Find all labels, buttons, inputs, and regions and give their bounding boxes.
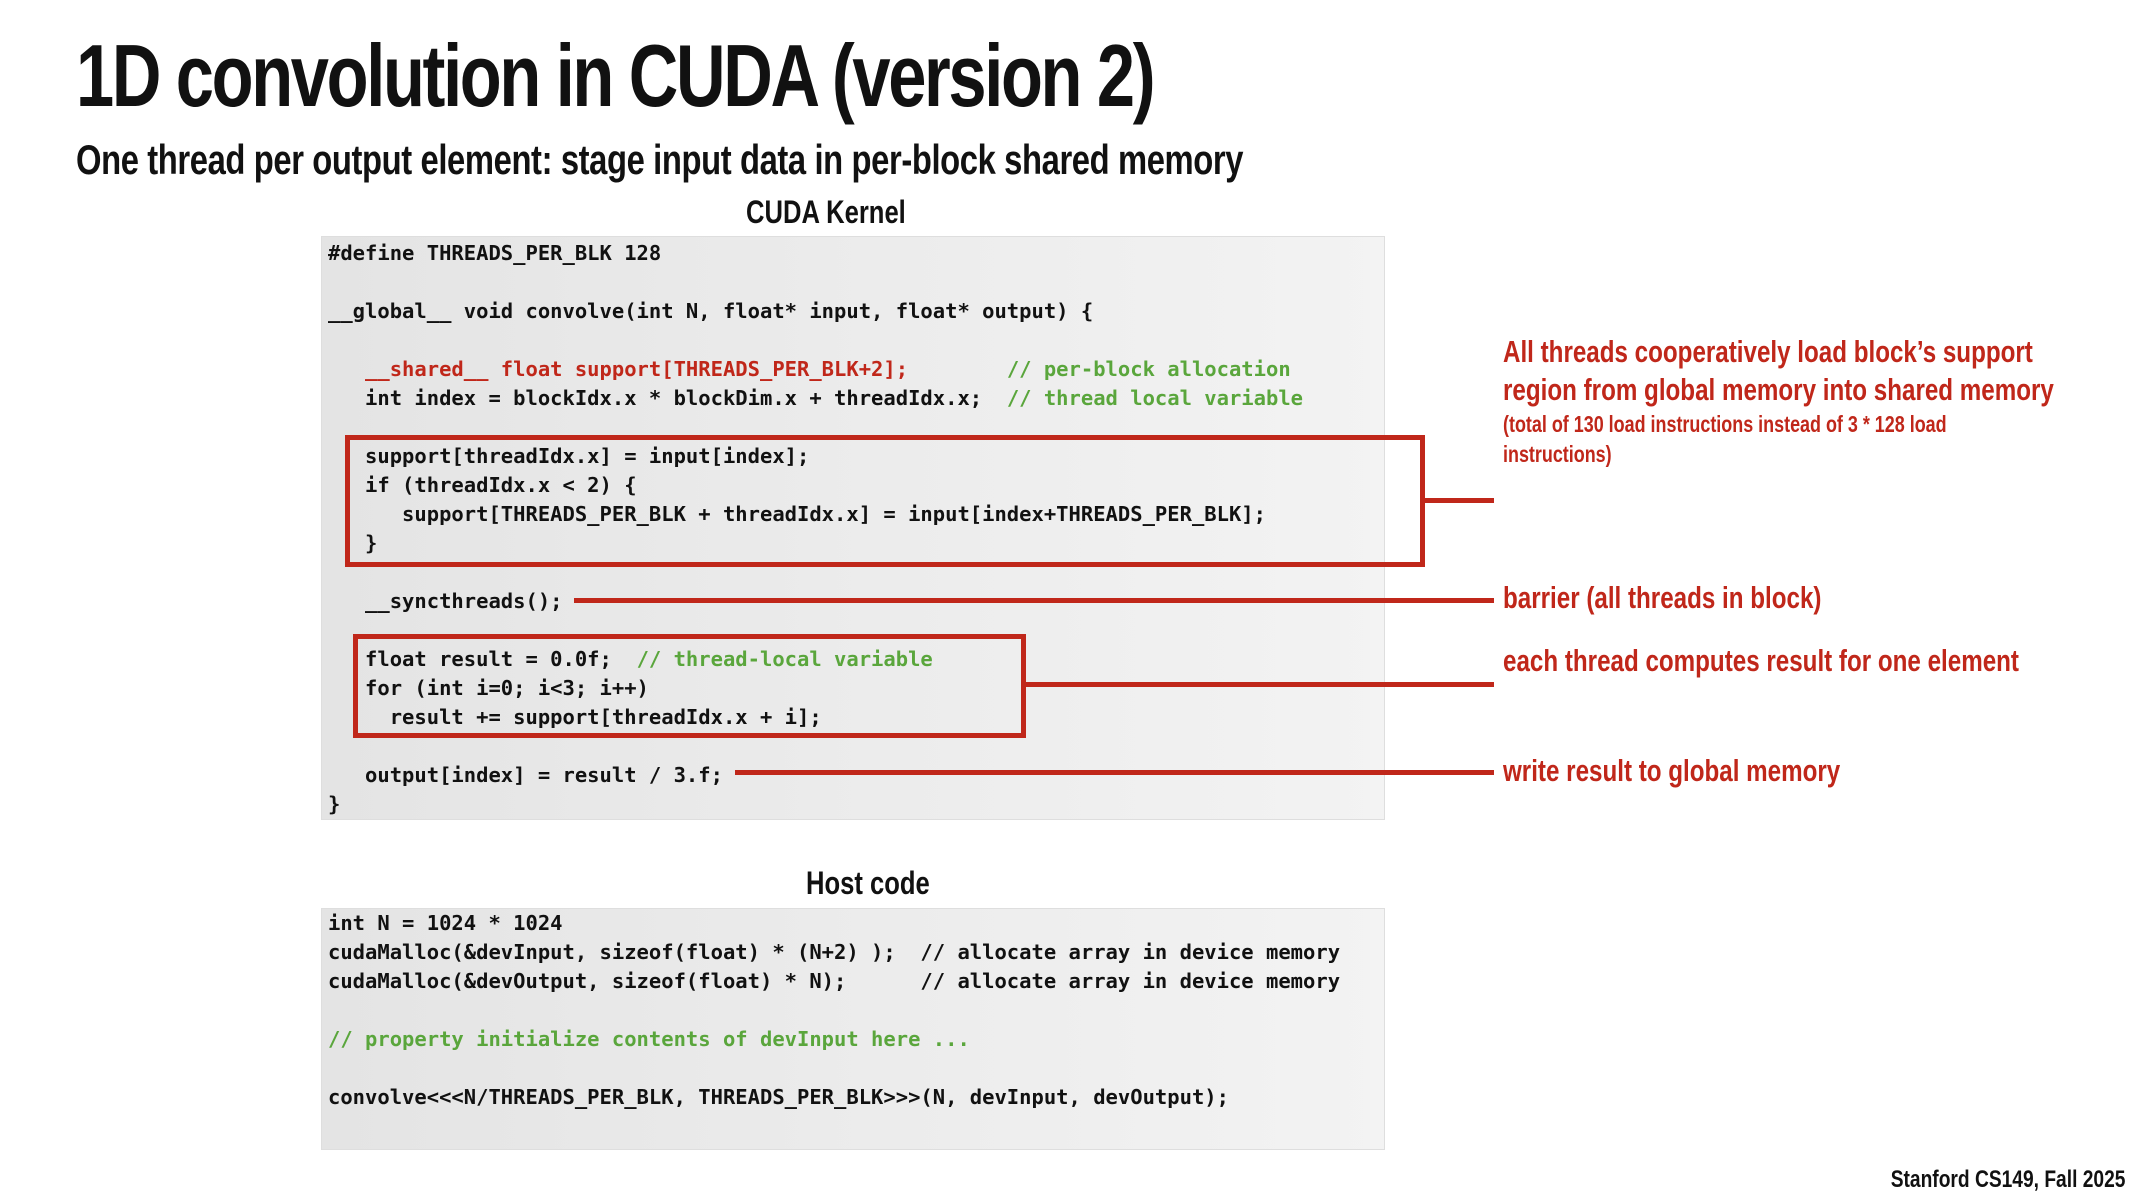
- host-line-malloc-output: cudaMalloc(&devOutput, sizeof(float) * N…: [328, 969, 1341, 993]
- host-line-kernel-launch: convolve<<<N/THREADS_PER_BLK, THREADS_PE…: [328, 1085, 1229, 1109]
- code-comment: // per-block allocation: [1006, 357, 1291, 381]
- write-connector: [735, 770, 1494, 775]
- code-line-shared-decl: __shared__ float support[THREADS_PER_BLK…: [328, 357, 1291, 381]
- host-code-panel: int N = 1024 * 1024 cudaMalloc(&devInput…: [321, 908, 1385, 1150]
- kernel-heading: CUDA Kernel: [746, 194, 906, 230]
- code-comment: // thread local variable: [1006, 386, 1304, 410]
- code-line-accumulate: result += support[threadIdx.x + i];: [328, 705, 822, 729]
- compute-connector: [1026, 682, 1494, 687]
- code-line-support-halo: support[THREADS_PER_BLK + threadIdx.x] =…: [328, 502, 1266, 526]
- code-line-result-init: float result = 0.0f; // thread-local var…: [328, 647, 933, 671]
- host-line-init-comment: // property initialize contents of devIn…: [328, 1027, 970, 1051]
- host-line-n: int N = 1024 * 1024: [328, 911, 563, 935]
- annotation-line: region from global memory into shared me…: [1503, 372, 2054, 407]
- compute-annotation: each thread computes result for one elem…: [1503, 643, 2019, 678]
- cooperative-load-connector: [1425, 498, 1494, 503]
- barrier-annotation: barrier (all threads in block): [1503, 580, 1822, 615]
- slide-subtitle: One thread per output element: stage inp…: [76, 136, 1244, 183]
- kernel-code-panel: #define THREADS_PER_BLK 128 __global__ v…: [321, 236, 1385, 820]
- compute-highlight: [353, 634, 1026, 738]
- host-line-malloc-input: cudaMalloc(&devInput, sizeof(float) * (N…: [328, 940, 1341, 964]
- code-line-if-close: }: [328, 531, 378, 555]
- annotation-line: All threads cooperatively load block’s s…: [1503, 334, 2033, 369]
- code-line-syncthreads: __syncthreads();: [328, 589, 563, 613]
- annotation-note: (total of 130 load instructions instead …: [1503, 411, 1947, 437]
- footer-credit: Stanford CS149, Fall 2025: [1890, 1166, 2125, 1193]
- barrier-connector: [574, 598, 1494, 603]
- cooperative-load-highlight: [345, 435, 1425, 567]
- host-heading: Host code: [806, 865, 930, 901]
- code-line-if: if (threadIdx.x < 2) {: [328, 473, 637, 497]
- code-comment: // thread-local variable: [636, 647, 933, 671]
- code-line-index: int index = blockIdx.x * blockDim.x + th…: [328, 386, 1304, 410]
- annotation-note: instructions): [1503, 441, 1612, 467]
- code-line-for: for (int i=0; i<3; i++): [328, 676, 649, 700]
- code-line-support-load: support[threadIdx.x] = input[index];: [328, 444, 810, 468]
- code-line-output-write: output[index] = result / 3.f;: [328, 763, 723, 787]
- code-line-define: #define THREADS_PER_BLK 128: [328, 241, 662, 265]
- slide-title: 1D convolution in CUDA (version 2): [76, 26, 1156, 125]
- write-annotation: write result to global memory: [1503, 753, 1841, 788]
- code-line-close-brace: }: [328, 792, 341, 816]
- cooperative-load-annotation: All threads cooperatively load block’s s…: [1503, 333, 2054, 469]
- code-line-global-signature: __global__ void convolve(int N, float* i…: [328, 299, 1094, 323]
